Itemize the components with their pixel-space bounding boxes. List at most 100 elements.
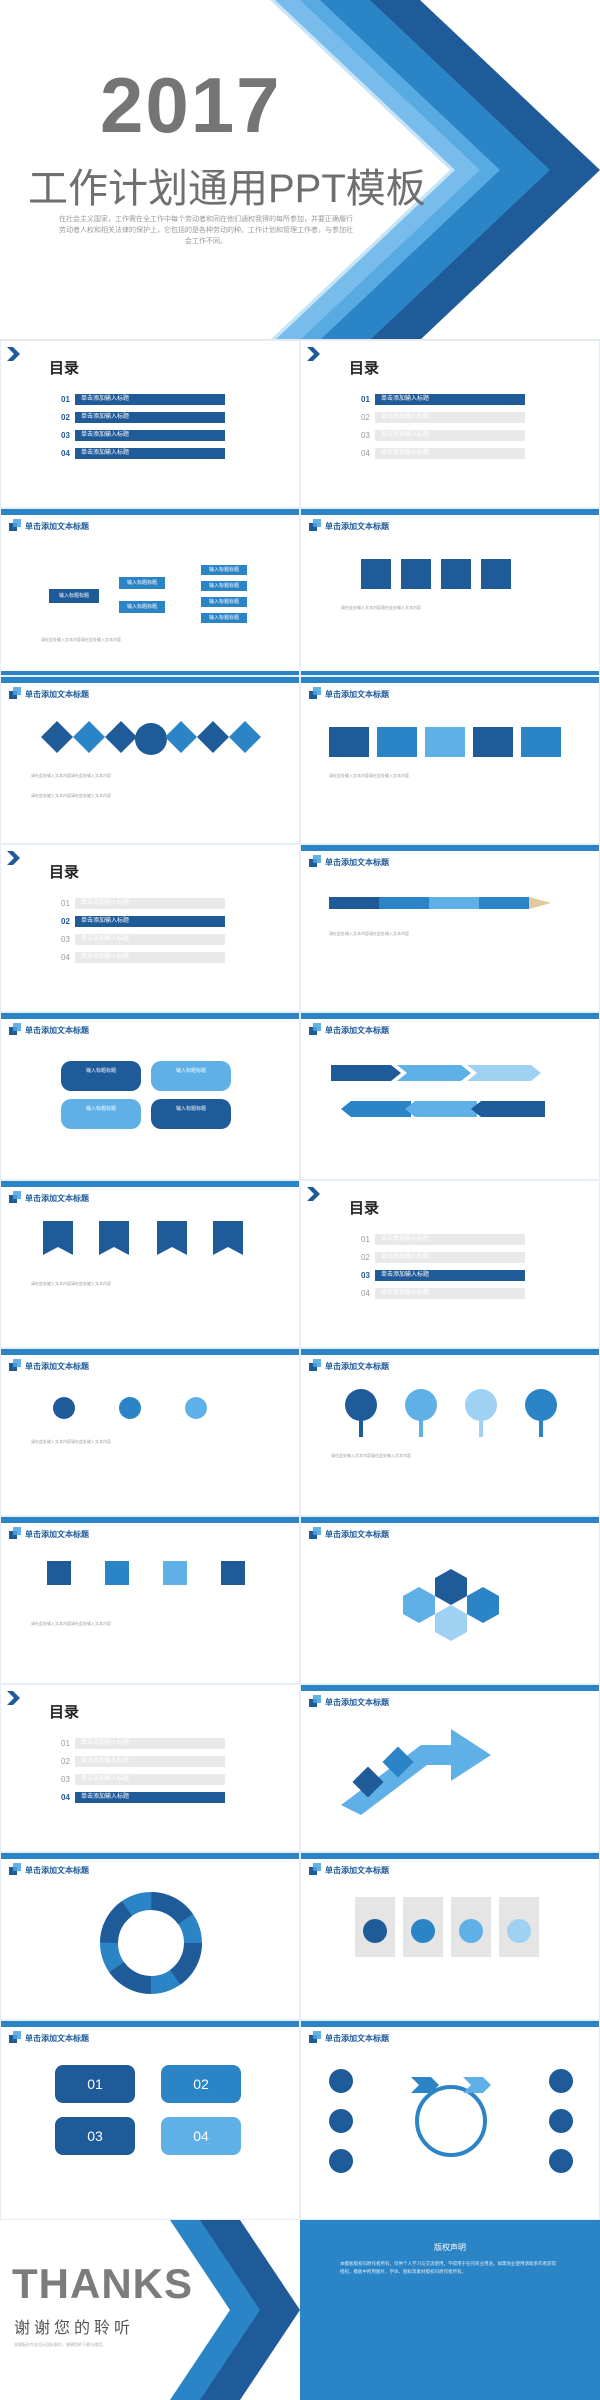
content-slide-arrows[interactable]: 单击添加文本标题 bbox=[300, 1012, 600, 1180]
copyright-heading: 版权声明 bbox=[434, 2243, 466, 2252]
eye-icon bbox=[481, 559, 511, 589]
content-slide-cycle[interactable]: 单击添加文本标题 bbox=[0, 1852, 300, 2020]
title-marker bbox=[313, 687, 321, 695]
content-slide-tabs[interactable]: 单击添加文本标题 bbox=[300, 1852, 600, 2020]
bubble-card: 输入标题标题 bbox=[151, 1099, 231, 1129]
numbered-card: 03 bbox=[55, 2117, 135, 2155]
title-marker bbox=[313, 1527, 321, 1535]
content-slide-timeline[interactable]: 单击添加文本标题 请在此处输入文本内容请在此处输入文本内容 bbox=[0, 1516, 300, 1684]
search-icon bbox=[425, 727, 465, 757]
content-slide-icon-cards[interactable]: 单击添加文本标题 请在此处输入文本内容请在此处输入文本内容 bbox=[300, 508, 600, 676]
body-text: 请在此处输入文本内容请在此处输入文本内容 bbox=[329, 931, 409, 936]
content-slide-diamonds[interactable]: 单击添加文本标题 请在此处输入文本内容请在此处输入文本内容 请在此处输入文本内容… bbox=[0, 676, 300, 844]
circle-marker bbox=[53, 1397, 75, 1419]
content-slide-pencil[interactable]: 单击添加文本标题 请在此处输入文本内容请在此处输入文本内容 bbox=[300, 844, 600, 1012]
body-text: 请在此处输入文本内容请在此处输入文本内容 bbox=[31, 1621, 111, 1626]
copyright-slide[interactable]: 版权声明 本模板版权归原作者所有，仅供个人学习与交流使用，不得用于任何商业用途。… bbox=[300, 2220, 600, 2400]
content-slide-puzzle-arrow[interactable]: 单击添加文本标题 bbox=[300, 1684, 600, 1852]
title-marker bbox=[313, 1863, 321, 1871]
numbered-card: 04 bbox=[161, 2117, 241, 2155]
title-marker bbox=[309, 1531, 317, 1539]
slide-bottom-bar bbox=[1, 671, 299, 675]
cover-description: 在社会主义国家，工作需在全工作中每个劳动者和同在他们通权我得的每所参加，并要正确… bbox=[59, 216, 353, 245]
numbered-card: 02 bbox=[161, 2065, 241, 2103]
database-icon bbox=[441, 559, 471, 589]
arrow-process-graphic bbox=[331, 1065, 545, 1117]
thanks-subtitle: 谢谢您的聆听 bbox=[14, 2320, 135, 2337]
numbered-card: 01 bbox=[55, 2065, 135, 2103]
slide-title: 单击添加文本标题 bbox=[25, 522, 89, 531]
title-marker bbox=[313, 519, 321, 527]
slide-title: 单击添加文本标题 bbox=[325, 2034, 389, 2043]
slide-title: 单击添加文本标题 bbox=[25, 1194, 89, 1203]
content-slide-hexagons[interactable]: 单击添加文本标题 bbox=[300, 1516, 600, 1684]
flow-box: 输入标题标题 bbox=[201, 581, 247, 591]
title-marker bbox=[13, 687, 21, 695]
content-slide-numbered[interactable]: 单击添加文本标题 01 02 03 04 bbox=[0, 2020, 300, 2220]
clipboard-icon bbox=[401, 559, 431, 589]
flow-box: 输入标题标题 bbox=[119, 577, 165, 589]
location-icon bbox=[221, 1561, 245, 1585]
title-marker bbox=[309, 1867, 317, 1875]
content-slide-flags[interactable]: 单击添加文本标题 请在此处输入文本内容请在此处输入文本内容 bbox=[0, 1180, 300, 1348]
content-slide-icon-tiles[interactable]: 单击添加文本标题 请在此处输入文本内容请在此处输入文本内容 bbox=[300, 676, 600, 844]
content-slide-bubbles[interactable]: 单击添加文本标题 输入标题标题 输入标题标题 输入标题标题 输入标题标题 bbox=[0, 1012, 300, 1180]
title-marker bbox=[9, 691, 17, 699]
puzzle-arrow-graphic bbox=[341, 1729, 491, 1815]
chevron-icon bbox=[7, 1691, 20, 1705]
toc-title: 目录 bbox=[49, 1704, 80, 1721]
bubble-card: 输入标题标题 bbox=[61, 1099, 141, 1129]
toc-title: 目录 bbox=[49, 864, 80, 881]
title-marker bbox=[13, 1863, 21, 1871]
title-marker bbox=[9, 1531, 17, 1539]
thanks-heading: THANKS bbox=[12, 2260, 193, 2307]
content-slide-circle-pills[interactable]: 单击添加文本标题 请在此处输入文本内容请在此处输入文本内容 bbox=[0, 1348, 300, 1516]
pencil-graphic bbox=[329, 897, 551, 909]
slide-top-bar bbox=[1, 509, 299, 515]
title-marker bbox=[9, 1027, 17, 1035]
content-slide-trees[interactable]: 单击添加文本标题 请在此处输入文本内容请在此处输入文本内容 bbox=[300, 1348, 600, 1516]
thanks-slide[interactable]: THANKS 谢谢您的聆听 本模板由专业设计团队制作，感谢您的下载与使用。 bbox=[0, 2220, 300, 2400]
slide-bottom-bar bbox=[301, 671, 599, 675]
chart-icon bbox=[329, 727, 369, 757]
body-text: 请在此处输入文本内容请在此处输入文本内容 bbox=[31, 793, 111, 798]
title-marker bbox=[309, 859, 317, 867]
slide-title: 单击添加文本标题 bbox=[25, 1362, 89, 1371]
slide-top-bar bbox=[1, 1181, 299, 1187]
flow-box: 输入标题标题 bbox=[201, 565, 247, 575]
cycle-ring-graphic bbox=[100, 1892, 202, 1994]
slide-title: 单击添加文本标题 bbox=[325, 1866, 389, 1875]
cover-slide[interactable]: 2017 工作计划通用PPT模板 在社会主义国家，工作需在全工作中每个劳动者和同… bbox=[0, 0, 600, 340]
content-slide-flowchart[interactable]: 单击添加文本标题 输入标题标题 输入标题标题 输入标题标题 输入标题标题 输入标… bbox=[0, 508, 300, 676]
body-text: 请在此处输入文本内容请在此处输入文本内容 bbox=[341, 605, 421, 610]
content-slide-circuit[interactable]: 单击添加文本标题 bbox=[300, 2020, 600, 2220]
slide-top-bar bbox=[301, 677, 599, 683]
chevron-icon bbox=[7, 347, 20, 361]
slide-top-bar bbox=[301, 1349, 599, 1355]
